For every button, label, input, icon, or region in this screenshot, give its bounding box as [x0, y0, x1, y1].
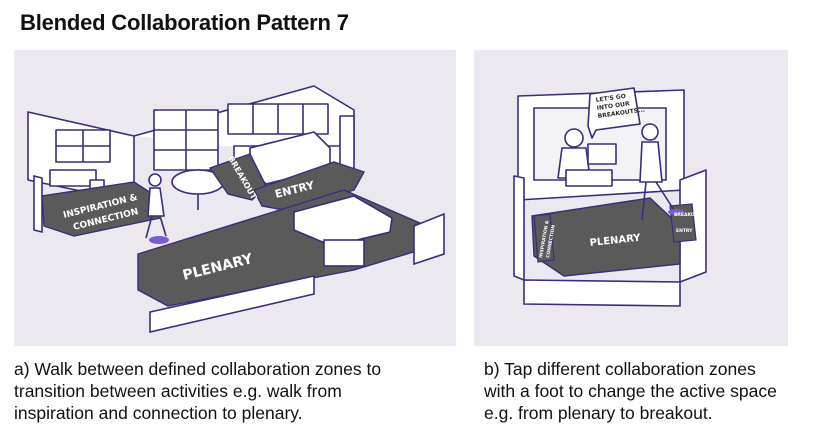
caption-b: b) Tap different collaboration zones wit…	[484, 358, 824, 424]
foot-tap-highlight	[668, 209, 684, 215]
monitor	[587, 143, 617, 165]
tapping-person	[639, 123, 675, 221]
entry-zone	[253, 161, 366, 211]
inspiration-connection-tab[interactable]	[533, 213, 555, 263]
speech-line-2: INTO OUR	[596, 100, 630, 112]
caption-b-line-1: b) Tap different collaboration zones	[484, 359, 756, 379]
page-title: Blended Collaboration Pattern 7	[20, 10, 349, 35]
sofa	[293, 195, 393, 247]
zone-label-connection: CONNECTION	[545, 224, 557, 258]
caption-a-line-2: transition between activities e.g. walk …	[14, 381, 342, 401]
caption-a-line-3: inspiration and connection to plenary.	[14, 403, 303, 423]
remote-participant	[564, 128, 584, 148]
caption-a-line-1: a) Walk between defined collaboration zo…	[14, 359, 382, 379]
zone-label-entry: ENTRY	[676, 228, 693, 234]
walking-person	[145, 173, 167, 239]
zone-label-breakout: BREAKOUT	[674, 212, 702, 218]
desk	[49, 169, 97, 187]
speech-bubble	[587, 87, 641, 139]
caption-a: a) Walk between defined collaboration zo…	[14, 358, 454, 424]
illustration-walk-between-zones: INSPIRATION & CONNECTION BREAKOUT ENTRY …	[14, 50, 456, 346]
zone-label-plenary: PLENARY	[589, 233, 642, 249]
illustration-tap-to-switch-zones: LET'S GO INTO OUR BREAKOUTS... INSPIRATI…	[474, 50, 788, 346]
caption-b-line-3: e.g. from plenary to breakout.	[484, 403, 713, 423]
coffee-table	[323, 239, 365, 267]
speech-line-1: LET'S GO	[595, 93, 626, 104]
footstep-highlight	[149, 236, 169, 244]
caption-b-line-2: with a foot to change the active space	[484, 381, 777, 401]
